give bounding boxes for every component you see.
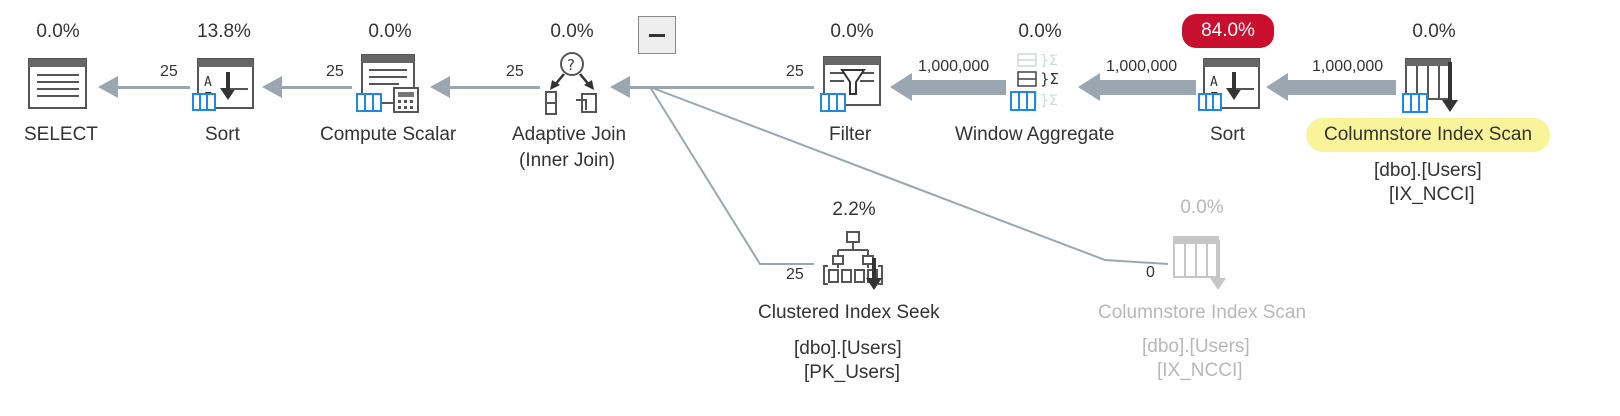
- svg-text:A: A: [204, 75, 212, 90]
- select-icon: [28, 58, 87, 109]
- node-label: Columnstore Index Scan: [1098, 302, 1307, 323]
- collapse-toggle-button[interactable]: [638, 16, 676, 54]
- node-label-line2: (Inner Join): [519, 150, 616, 171]
- node-object-name: [dbo].[Users]: [1142, 336, 1250, 357]
- node-label: Columnstore Index Scan: [1306, 118, 1551, 152]
- rows-seek-join: 25: [786, 266, 804, 283]
- edge-seek-join: [649, 86, 814, 265]
- rows-scanbottom-join: 0: [1146, 264, 1155, 281]
- node-label: Sort: [1210, 124, 1245, 145]
- svg-text:}Σ: }Σ: [1040, 53, 1058, 69]
- compute-scalar-icon: [356, 54, 419, 113]
- node-cost: 2.2%: [832, 199, 876, 220]
- node-cost: 0.0%: [1412, 21, 1456, 42]
- edge-sort1-select: [98, 76, 190, 98]
- window-aggregate-icon: }Σ }Σ }Σ: [1010, 53, 1059, 111]
- rows-scan-sort2: 1,000,000: [1312, 58, 1384, 75]
- node-index-name: [PK_Users]: [804, 362, 901, 383]
- rows-sort2-window: 1,000,000: [1106, 58, 1178, 75]
- edge-scanbottom-join: [649, 86, 1169, 265]
- node-label: Clustered Index Seek: [758, 302, 940, 323]
- node-cost-hot: 84.0%: [1182, 14, 1274, 48]
- node-cost: 0.0%: [1180, 197, 1224, 218]
- node-label: SELECT: [24, 124, 98, 145]
- node-label: Filter: [829, 124, 872, 145]
- edge-sort2-window: [1078, 73, 1196, 101]
- edge-scan-sort2: [1266, 73, 1396, 101]
- node-label: Window Aggregate: [955, 124, 1115, 145]
- node-cost: 0.0%: [830, 21, 874, 42]
- columnstore-scan-icon: [1402, 58, 1458, 113]
- sort-icon: A Z: [192, 58, 254, 111]
- node-object-name: [dbo].[Users]: [1374, 160, 1482, 181]
- node-object-name: [dbo].[Users]: [794, 338, 902, 359]
- node-index-name: [IX_NCCI]: [1389, 184, 1475, 205]
- edge-join-compute: [430, 76, 540, 98]
- rows-join-compute: 25: [506, 63, 524, 80]
- edge-filter-join: [610, 76, 814, 98]
- rows-compute-sort1: 25: [326, 63, 344, 80]
- node-cost: 0.0%: [368, 21, 412, 42]
- node-label: Sort: [205, 124, 240, 145]
- svg-text:?: ?: [567, 56, 575, 74]
- columnstore-scan-icon: [1173, 236, 1226, 290]
- node-label-line1: Adaptive Join: [512, 124, 627, 145]
- svg-text:}Σ: }Σ: [1040, 93, 1058, 109]
- sort-icon: A Z: [1198, 58, 1260, 111]
- edge-window-filter: [890, 73, 1006, 101]
- rows-sort1-select: 25: [160, 63, 178, 80]
- adaptive-join-icon: ?: [545, 52, 597, 115]
- clustered-index-seek-icon: [823, 231, 883, 290]
- svg-text:}Σ: }Σ: [1040, 70, 1059, 88]
- rows-filter-join: 25: [786, 63, 804, 80]
- node-cost: 0.0%: [36, 21, 80, 42]
- edge-compute-sort1: [262, 76, 352, 98]
- node-cost: 0.0%: [550, 21, 594, 42]
- filter-icon: [820, 56, 881, 112]
- node-cost: 13.8%: [197, 21, 251, 42]
- node-index-name: [IX_NCCI]: [1157, 360, 1243, 381]
- rows-window-filter: 1,000,000: [918, 58, 990, 75]
- node-cost: 0.0%: [1018, 21, 1062, 42]
- svg-text:A: A: [1210, 75, 1218, 90]
- node-label: Compute Scalar: [320, 124, 457, 145]
